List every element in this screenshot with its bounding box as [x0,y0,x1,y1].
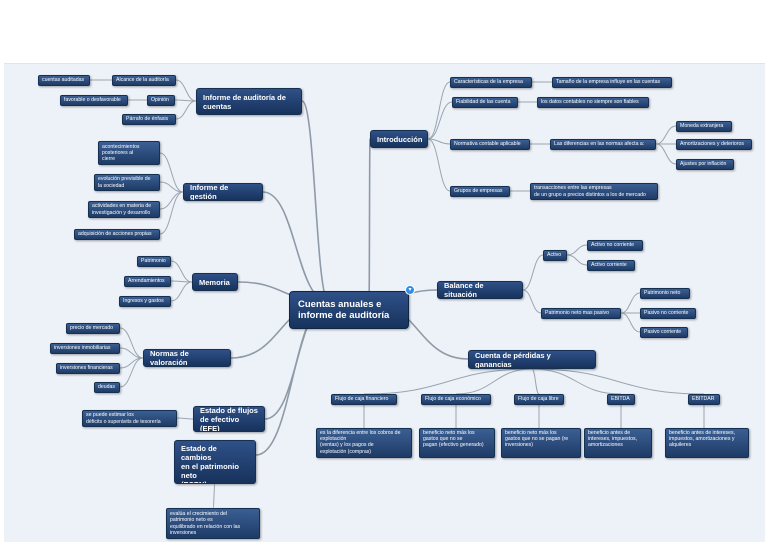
leaf-transacciones-grupo[interactable]: transacciones entre las empresas de un g… [530,183,658,200]
leaf-ingresos-gastos[interactable]: Ingresos y gastos [119,296,171,307]
leaf-patrimonio[interactable]: Patrimonio [137,256,171,267]
leaf-pasivo-corriente[interactable]: Pasivo corriente [640,327,688,338]
leaf-tamano-empresa[interactable]: Tamaño de la empresa influye en las cuen… [552,77,672,88]
detail-ebitdar[interactable]: beneficio antes de intereses, impuestos,… [665,428,749,458]
leaf-evolucion[interactable]: evolución previsible de la sociedad [94,174,160,191]
branch-introduccion[interactable]: Introducción [370,130,428,148]
leaf-alcance-auditoria[interactable]: Alcance de la auditoría [112,75,176,86]
leaf-parrafo-enfasis[interactable]: Párrafo de énfasis [122,114,176,125]
leaf-actividades-id[interactable]: actividades en materia de investigación … [88,201,160,218]
leaf-activo-corriente[interactable]: Activo corriente [587,260,635,271]
leaf-flujo-caja-financiero[interactable]: Flujo de caja financiero [331,394,397,405]
branch-normas-valoracion[interactable]: Normas de valoración [143,349,231,367]
leaf-ebitdar[interactable]: EBITDAR [688,394,720,405]
leaf-pasivo-no-corriente[interactable]: Pasivo no corriente [640,308,696,319]
branch-informe-auditoria[interactable]: Informe de auditoría de cuentas [196,88,302,115]
leaf-acontecimientos[interactable]: acontecimientos posteriores al cierre [98,141,160,165]
leaf-deudas[interactable]: deudas [94,382,120,393]
leaf-activo[interactable]: Activo [543,250,567,261]
branch-efe[interactable]: Estado de flujos de efectivo (EFE) [193,406,265,432]
leaf-arrendamientos[interactable]: Arrendamientos [124,276,171,287]
leaf-cuentas-auditadas[interactable]: cuentas auditadas [38,75,90,86]
leaf-fiabilidad-cuenta[interactable]: Fiabilidad de las cuenta [452,97,518,108]
leaf-grupos-empresas[interactable]: Grupos de empresas [450,186,510,197]
branch-memoria[interactable]: Memoria [192,273,238,291]
leaf-ebitda[interactable]: EBITDA [607,394,635,405]
branch-ecpn[interactable]: Estado de cambios en el patrimonio neto … [174,440,256,484]
leaf-inversiones-inmobiliarias[interactable]: inversiones inmobiliarias [50,343,120,354]
leaf-precio-mercado[interactable]: precio de mercado [66,323,120,334]
detail-flujo-caja-libre[interactable]: beneficio neto más los gastos que no se … [501,428,581,458]
leaf-amortizaciones-deterioros[interactable]: Amortizaciones y deterioros [676,139,752,150]
leaf-acciones-propias[interactable]: adquisición de acciones propias [74,229,160,240]
leaf-evalua-crecimiento[interactable]: evalúa el crecimiento del patrimonio net… [166,508,260,539]
collapse-toggle-icon[interactable]: ▾ [405,285,415,295]
detail-flujo-caja-economico[interactable]: beneficio neto más los gastos que no se … [419,428,495,458]
leaf-deficits-superavits[interactable]: se puede estimar los déficits o superávi… [82,410,177,427]
leaf-normativa-contable[interactable]: Normativa contable aplicable [450,139,530,150]
leaf-flujo-caja-economico[interactable]: Flujo de caja económico [421,394,491,405]
leaf-diferencias-normas[interactable]: Las diferencias en las normas afecta a: [550,139,656,150]
leaf-ajustes-inflacion[interactable]: Ajustes por inflación [676,159,734,170]
detail-ebitda[interactable]: beneficio antes de intereses, impuestos,… [584,428,652,458]
leaf-activo-no-corriente[interactable]: Activo no corriente [587,240,643,251]
leaf-inversiones-financieras[interactable]: inversiones financieras [56,363,120,374]
branch-balance-situacion[interactable]: Balance de situación [437,281,523,299]
branch-informe-gestion[interactable]: Informe de gestión [183,183,263,201]
central-topic[interactable]: Cuentas anuales e informe de auditoría [289,291,409,329]
leaf-favorable-desfavorable[interactable]: favorable o desfavorable [60,95,128,106]
branch-perdidas-ganancias[interactable]: Cuenta de pérdidas y ganancias [468,350,596,369]
leaf-patrimonio-neto-pasivo[interactable]: Patrimonio neto mas pasivo [541,308,621,319]
leaf-moneda-extranjera[interactable]: Moneda extranjera [676,121,732,132]
leaf-patrimonio-neto[interactable]: Patrimonio neto [640,288,690,299]
leaf-caracteristicas-empresa[interactable]: Características de la empresa [450,77,532,88]
leaf-opinion[interactable]: Opinión [147,95,175,106]
leaf-datos-no-fiables[interactable]: los datos contables no siempre son fiabl… [537,97,649,108]
leaf-flujo-caja-libre[interactable]: Flujo de caja libre [514,394,564,405]
detail-flujo-caja-financiero[interactable]: es la diferencia entre los cobros de exp… [316,428,412,458]
